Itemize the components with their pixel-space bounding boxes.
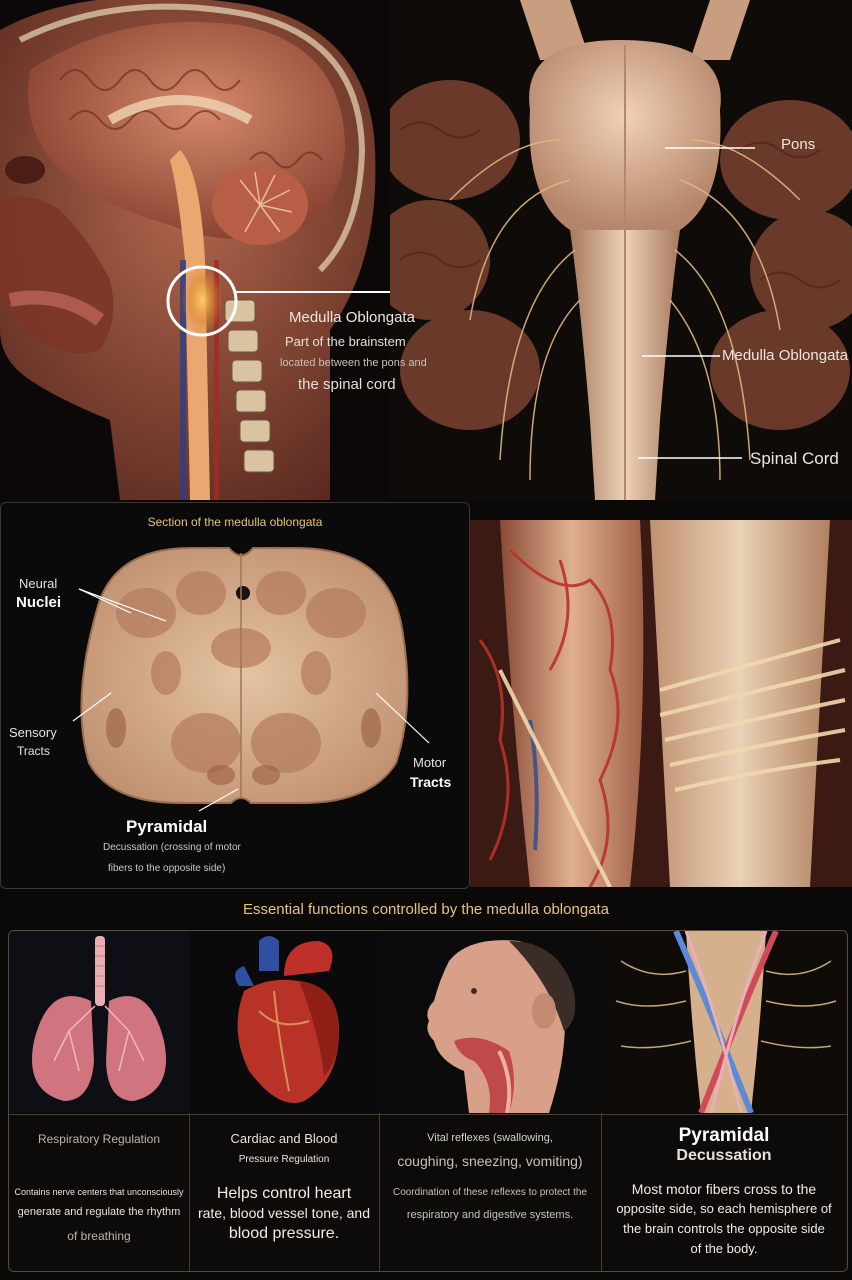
sensory-tracts-label-1: Sensory [9, 725, 57, 740]
card-reflexes: Vital reflexes (swallowing, coughing, sn… [379, 931, 602, 1271]
decussation-label-1: Decussation (crossing of motor [103, 842, 241, 853]
cross-section-panel: Section of the medulla oblongata Neural … [0, 502, 470, 889]
head-sagittal-panel [0, 0, 400, 500]
decussation-body-1: Most motor fibers cross to the [631, 1181, 817, 1197]
sensory-tracts-label-2: Tracts [17, 744, 50, 758]
neural-nuclei-label-2: Nuclei [16, 594, 62, 611]
reflexes-heading-2: coughing, sneezing, vomiting) [397, 1153, 583, 1169]
brainstem-illustration [390, 0, 852, 500]
spinal-cord-label: Spinal Cord [750, 449, 839, 468]
pons-label: Pons [781, 136, 816, 153]
reflexes-body-2: respiratory and digestive systems. [406, 1209, 574, 1221]
throat-icon [379, 931, 601, 1113]
fibers-closeup-illustration [470, 520, 852, 887]
crossing-fibers-icon [601, 931, 847, 1113]
respiratory-body-3: of breathing [67, 1229, 131, 1243]
respiratory-body-2: generate and regulate the rhythm [17, 1206, 181, 1218]
decussation-heading-1: Pyramidal [678, 1125, 770, 1146]
cross-section-illustration [72, 547, 430, 812]
highlight-circle [166, 265, 238, 337]
motor-tracts-label-1: Motor [413, 755, 447, 770]
card-decussation-text: Pyramidal Decussation Most motor fibers … [601, 1114, 847, 1271]
cardiac-heading-2: Pressure Regulation [238, 1154, 330, 1165]
cardiac-body-3: blood pressure. [228, 1225, 340, 1242]
decussation-body-2: opposite side, so each hemisphere of [616, 1201, 832, 1216]
fibers-closeup-panel [470, 520, 852, 887]
heart-icon [189, 931, 379, 1113]
throat-image [379, 931, 601, 1113]
head-sagittal-illustration [0, 0, 376, 500]
neural-nuclei-label-1: Neural [19, 576, 58, 591]
reflexes-heading-1: Vital reflexes (swallowing, [427, 1132, 553, 1144]
motor-tracts-label-2: Tracts [410, 774, 452, 790]
card-respiratory-text: Respiratory Regulation Contains nerve ce… [9, 1114, 189, 1271]
medulla-oblongata-label: Medulla Oblongata [722, 347, 848, 364]
functions-cards: Respiratory Regulation Contains nerve ce… [8, 930, 848, 1272]
decussation-heading-2: Decussation [676, 1147, 772, 1164]
reflexes-body-1: Coordination of these reflexes to protec… [392, 1187, 587, 1198]
card-respiratory: Respiratory Regulation Contains nerve ce… [9, 931, 190, 1271]
card-reflexes-text: Vital reflexes (swallowing, coughing, sn… [379, 1114, 601, 1271]
medulla-label-line2: Part of the brainstem [285, 334, 406, 349]
card-cardiac: Cardiac and Blood Pressure Regulation He… [189, 931, 380, 1271]
respiratory-heading: Respiratory Regulation [37, 1132, 161, 1146]
decussation-body-3: the brain controls the opposite side [623, 1221, 825, 1236]
brainstem-panel [390, 0, 852, 500]
respiratory-body-1: Contains nerve centers that unconsciousl… [14, 1187, 184, 1197]
section-title: Section of the medulla oblongata [147, 515, 323, 529]
medulla-label-title: Medulla Oblongata [289, 309, 415, 326]
medulla-label-line3: located between the pons and [280, 357, 427, 369]
decussation-label-2: fibers to the opposite side) [108, 863, 226, 874]
heart-image [189, 931, 379, 1113]
lungs-image [9, 931, 189, 1113]
cardiac-body-1: Helps control heart [216, 1185, 352, 1202]
cardiac-heading-1: Cardiac and Blood [230, 1131, 338, 1146]
decussation-image [601, 931, 847, 1113]
medulla-label-line4: the spinal cord [298, 376, 396, 393]
lungs-icon [9, 931, 189, 1113]
functions-title: Essential functions controlled by the me… [242, 901, 610, 918]
cardiac-body-2: rate, blood vessel tone, and [197, 1205, 370, 1221]
card-cardiac-text: Cardiac and Blood Pressure Regulation He… [189, 1114, 379, 1271]
decussation-body-4: of the body. [690, 1241, 758, 1256]
card-decussation: Pyramidal Decussation Most motor fibers … [601, 931, 847, 1271]
pyramidal-label: Pyramidal [126, 817, 208, 836]
